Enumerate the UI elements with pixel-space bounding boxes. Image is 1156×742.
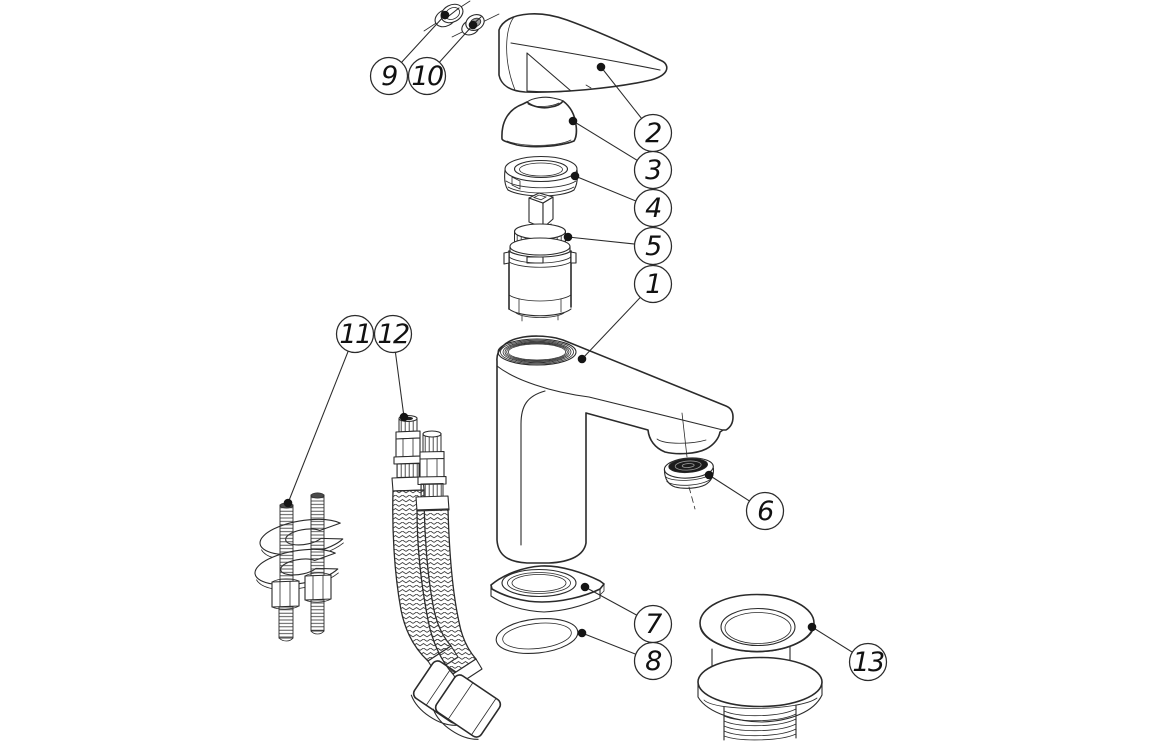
callout-9: 9 bbox=[369, 56, 409, 96]
callout-10: 10 bbox=[407, 56, 447, 96]
callout-label: 8 bbox=[645, 646, 661, 677]
callout-7: 7 bbox=[633, 604, 673, 644]
callout-1: 1 bbox=[633, 264, 673, 304]
callout-label: 6 bbox=[757, 496, 773, 527]
callout-label: 9 bbox=[381, 61, 397, 92]
part-retaining-ring bbox=[504, 155, 578, 197]
callout-4: 4 bbox=[633, 188, 673, 228]
part-dome-cap bbox=[501, 96, 578, 148]
callout-label: 7 bbox=[645, 609, 662, 640]
callout-8: 8 bbox=[633, 641, 673, 681]
part-aerator bbox=[663, 457, 715, 489]
leader-dot-2 bbox=[596, 62, 606, 72]
callout-label: 3 bbox=[645, 155, 661, 186]
callout-2: 2 bbox=[633, 113, 673, 153]
callout-label: 13 bbox=[852, 647, 884, 678]
part-o-ring bbox=[495, 618, 579, 654]
leader-dot-7 bbox=[580, 582, 590, 592]
leader-line-11 bbox=[287, 333, 356, 504]
callout-6: 6 bbox=[745, 491, 785, 531]
part-cartridge bbox=[503, 192, 577, 322]
callout-12: 12 bbox=[373, 314, 413, 354]
part-faucet-body bbox=[496, 335, 734, 564]
callout-3: 3 bbox=[633, 150, 673, 190]
callout-13: 13 bbox=[848, 642, 888, 682]
part-fixing-kit bbox=[254, 492, 344, 642]
leader-dot-3 bbox=[568, 116, 578, 126]
leader-dot-11 bbox=[283, 498, 293, 508]
leader-dot-5 bbox=[563, 232, 573, 242]
leader-dot-1 bbox=[577, 354, 587, 364]
callout-label: 11 bbox=[339, 319, 370, 350]
part-basin-waste bbox=[697, 593, 823, 741]
leader-dot-13 bbox=[807, 622, 817, 632]
leader-dot-6 bbox=[704, 470, 714, 480]
part-flexible-hoses bbox=[391, 414, 502, 740]
part-base-gasket-plate bbox=[490, 565, 605, 613]
callout-11: 11 bbox=[335, 314, 375, 354]
leader-dot-10 bbox=[468, 20, 478, 30]
callout-label: 4 bbox=[645, 193, 661, 224]
callout-label: 12 bbox=[377, 319, 409, 350]
leader-dot-9 bbox=[440, 10, 450, 20]
callout-label: 10 bbox=[411, 61, 443, 92]
callout-5: 5 bbox=[633, 226, 673, 266]
leader-dot-12 bbox=[399, 412, 409, 422]
leader-dot-8 bbox=[577, 628, 587, 638]
callouts: 2 3 4 5 1 9 10 11 bbox=[335, 56, 888, 682]
part-lever-handle bbox=[498, 13, 668, 93]
callout-label: 1 bbox=[645, 269, 661, 300]
leader-dot-4 bbox=[570, 171, 580, 181]
callout-label: 2 bbox=[645, 118, 661, 149]
callout-label: 5 bbox=[645, 231, 661, 262]
